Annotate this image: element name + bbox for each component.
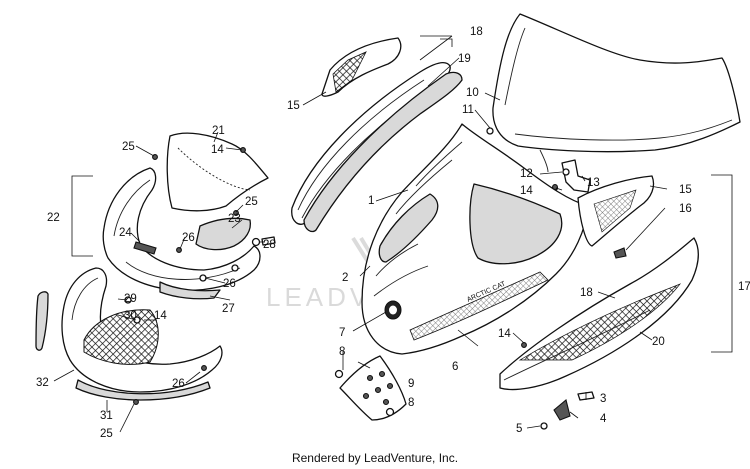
callout-8-lower: 8	[408, 397, 414, 409]
mirror-bracket	[551, 159, 591, 193]
callout-18-right: 18	[580, 287, 593, 299]
callout-8-upper: 8	[339, 346, 345, 358]
front-bumper-shell	[102, 167, 261, 300]
callout-14-d: 14	[498, 328, 511, 340]
callout-2: 2	[342, 272, 348, 284]
bolt-28	[251, 236, 276, 247]
callout-19: 19	[458, 53, 471, 65]
callout-30: 30	[124, 310, 137, 322]
callout-27: 27	[222, 303, 235, 315]
callout-32: 32	[36, 377, 49, 389]
hood-side-rail	[291, 61, 463, 233]
callout-14-b: 14	[154, 310, 167, 322]
callout-3: 3	[600, 393, 606, 405]
callout-24: 24	[119, 227, 132, 239]
callout-26-b: 26	[223, 278, 236, 290]
leader-lines	[53, 35, 733, 433]
callout-15-right: 15	[679, 184, 692, 196]
callout-4: 4	[600, 413, 607, 425]
callout-13: 13	[587, 177, 600, 189]
skid-plate	[339, 355, 407, 421]
callout-25-b: 25	[245, 196, 258, 208]
callout-11: 11	[462, 104, 474, 116]
callout-23: 23	[228, 213, 241, 225]
bumper-trim-strip	[35, 291, 49, 351]
lower-front-bumper	[61, 267, 223, 401]
callout-18-upper: 18	[470, 26, 483, 38]
callout-6: 6	[452, 361, 458, 373]
callout-14-a: 14	[211, 144, 224, 156]
footer-credit: Rendered by LeadVenture, Inc.	[291, 451, 459, 465]
callout-16: 16	[679, 203, 692, 215]
callout-31: 31	[100, 410, 113, 422]
callout-22: 22	[47, 212, 60, 224]
side-vent-upper	[321, 37, 402, 97]
callout-5: 5	[516, 423, 522, 435]
main-hood: ARCTIC CAT	[361, 123, 589, 355]
push-rivet-16	[613, 247, 627, 259]
callout-labels: 1 2 3 4 5 6 7 8 8 9 10 11 12 13 14 14 14…	[36, 26, 750, 440]
callout-21: 21	[212, 125, 225, 137]
callout-17: 17	[738, 281, 750, 293]
callout-12: 12	[520, 168, 533, 180]
callout-26-a: 26	[182, 232, 195, 244]
callout-25-a: 25	[122, 141, 135, 153]
callout-10: 10	[466, 87, 479, 99]
callout-26-c: 26	[172, 378, 185, 390]
callout-25-c: 25	[100, 428, 113, 440]
hardware-fasteners	[124, 127, 558, 417]
callout-28: 28	[263, 239, 276, 251]
callout-29: 29	[124, 293, 137, 305]
callout-20: 20	[652, 336, 665, 348]
windshield	[492, 13, 741, 173]
callout-14-c: 14	[520, 185, 533, 197]
right-side-panel	[499, 237, 699, 391]
callout-15-upper: 15	[287, 100, 300, 112]
side-vent-right	[577, 175, 655, 247]
callout-1: 1	[368, 195, 374, 207]
callout-9: 9	[408, 378, 414, 390]
callout-7: 7	[339, 327, 345, 339]
